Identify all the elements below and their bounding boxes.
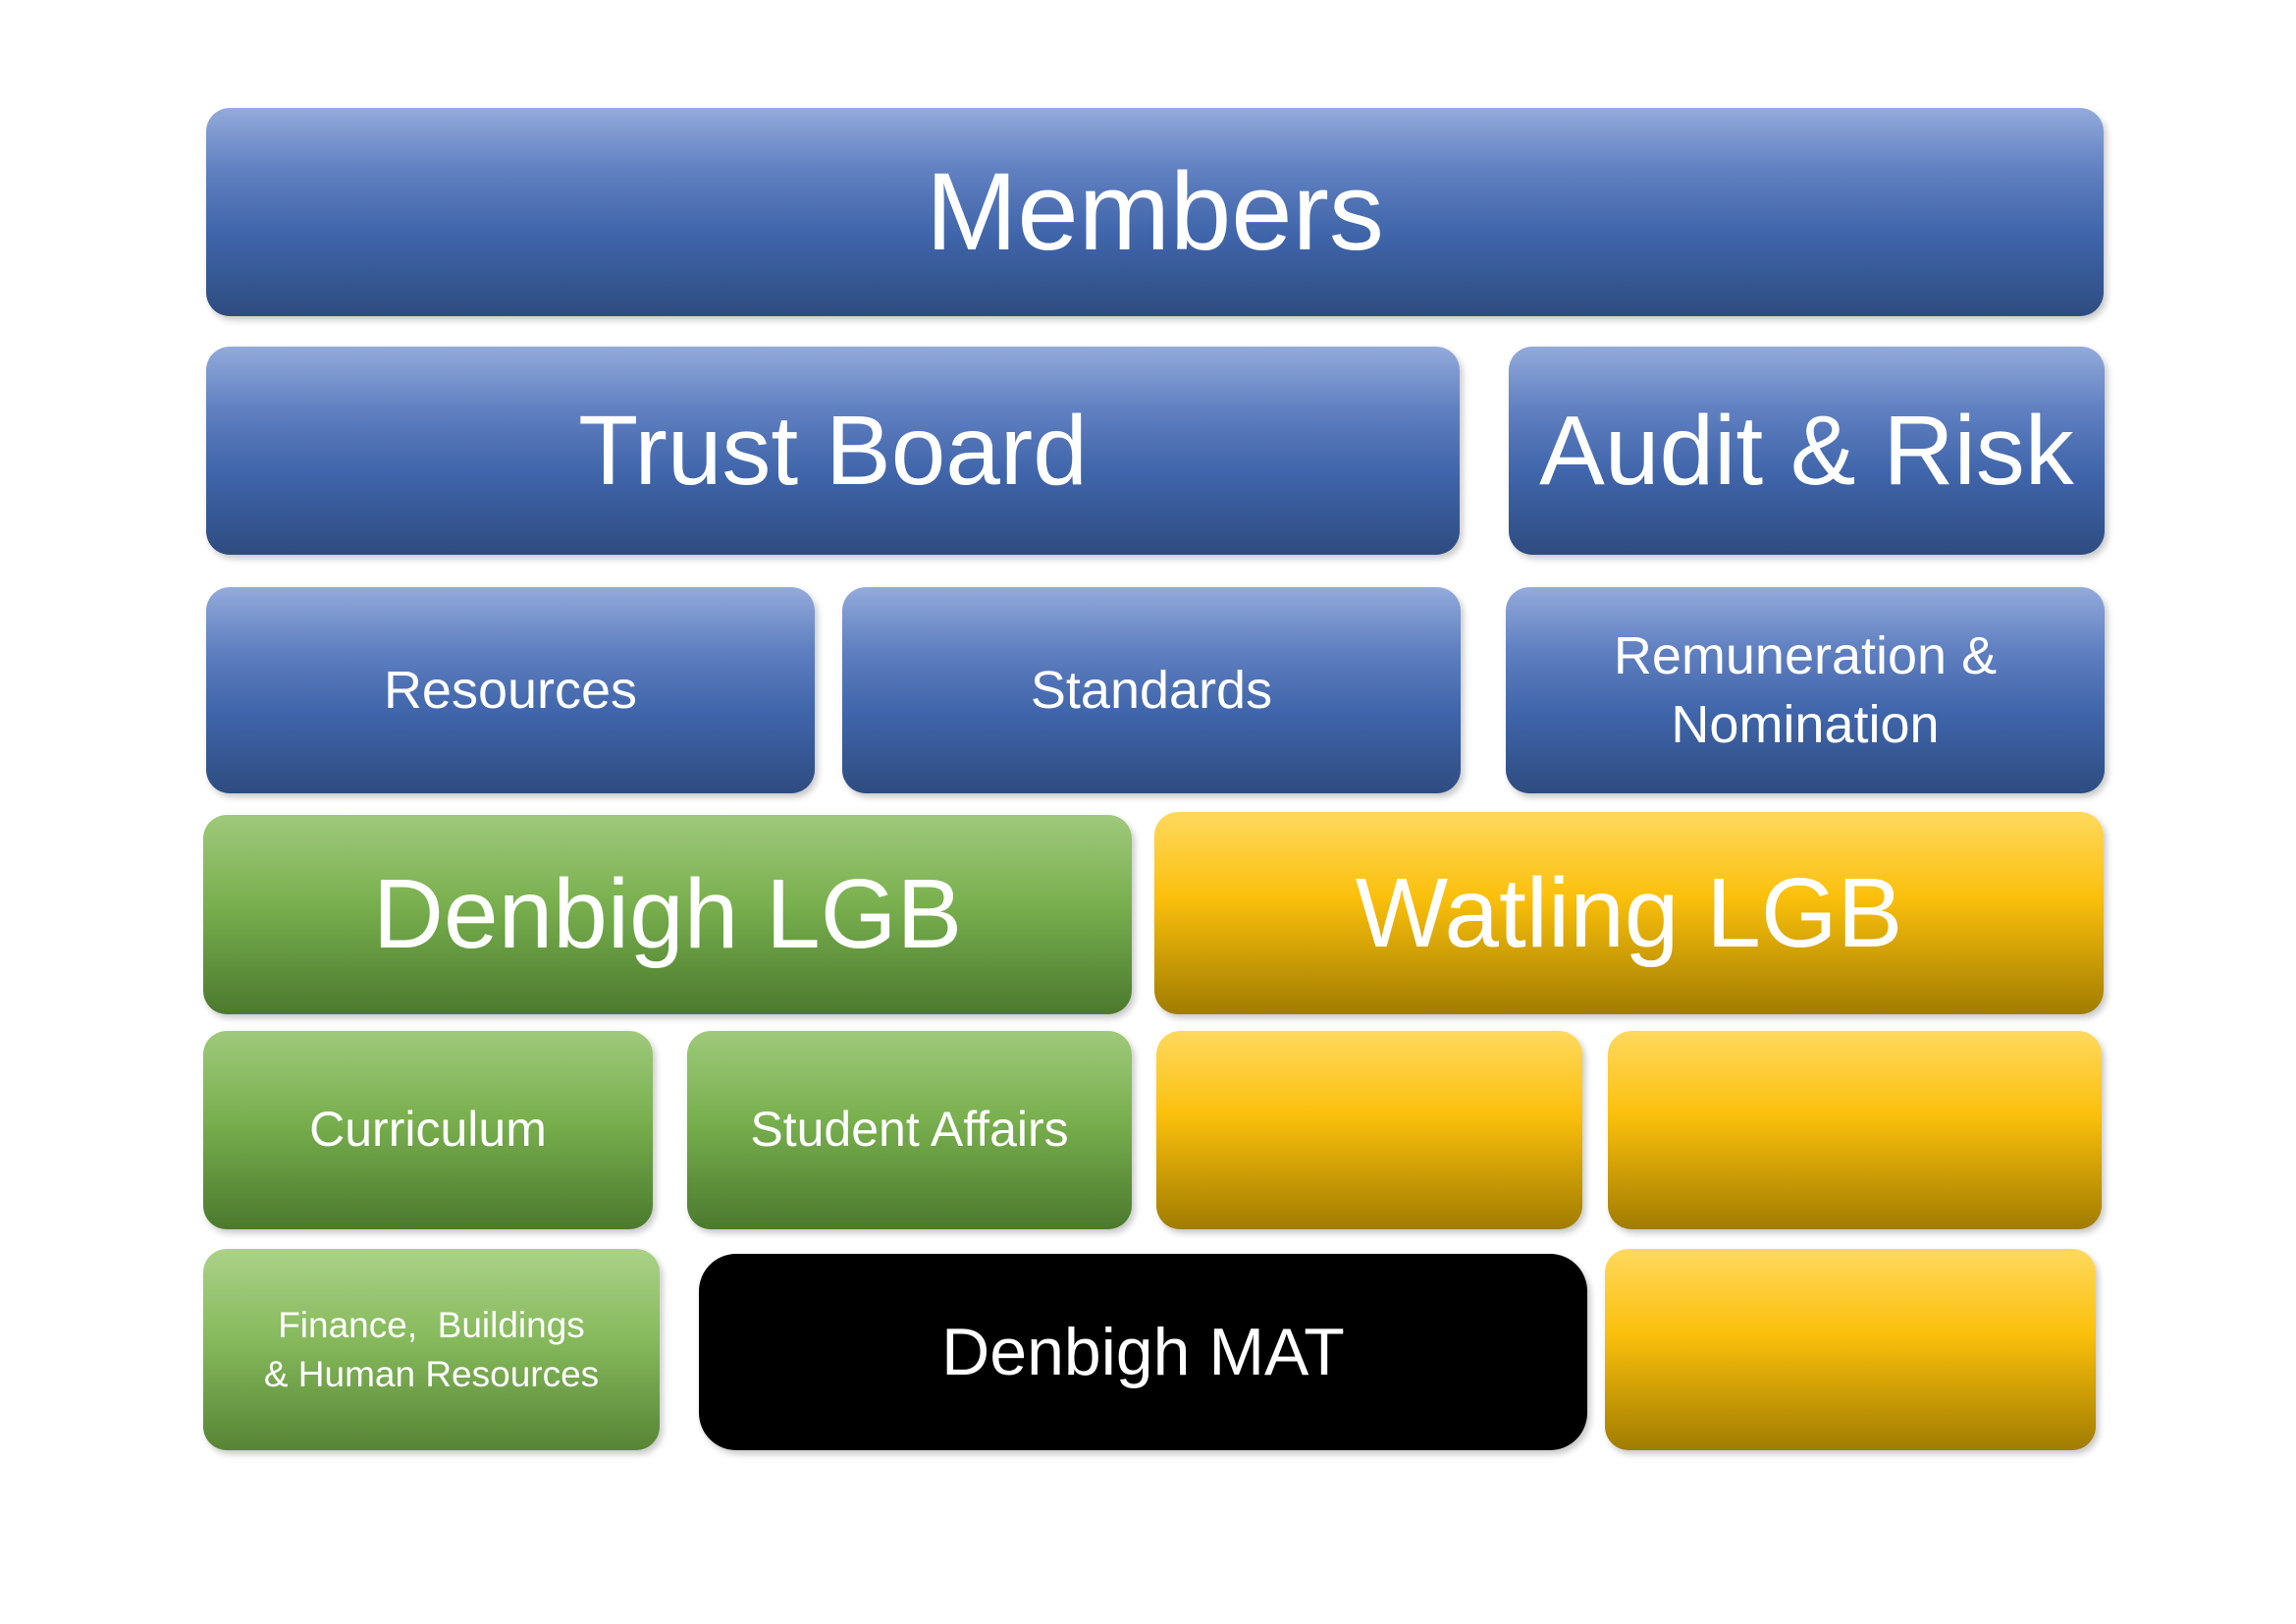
node-watling-lgb-label: Watling LGB — [1355, 857, 1903, 968]
node-trust-board: Trust Board — [206, 347, 1460, 555]
node-denbigh-mat-label: Denbigh MAT — [941, 1314, 1345, 1389]
node-resources-label: Resources — [383, 660, 638, 720]
node-finance-label-line2: & Human Resources — [263, 1353, 600, 1394]
node-trust-board-label: Trust Board — [578, 395, 1088, 506]
node-members-label: Members — [926, 149, 1384, 273]
node-student-affairs-label: Student Affairs — [750, 1102, 1069, 1158]
node-standards: Standards — [842, 587, 1461, 793]
node-remuneration-label-line2: Nomination — [1671, 695, 1940, 754]
node-audit-risk: Audit & Risk — [1509, 347, 2105, 555]
node-standards-label: Standards — [1030, 660, 1273, 720]
node-curriculum-label: Curriculum — [309, 1102, 547, 1158]
node-finance-label-line1: Finance, Buildings — [278, 1304, 585, 1345]
node-curriculum: Curriculum — [203, 1031, 653, 1229]
node-watling-lgb: Watling LGB — [1154, 812, 2104, 1014]
node-denbigh-lgb: Denbigh LGB — [203, 815, 1132, 1014]
node-student-affairs: Student Affairs — [687, 1031, 1132, 1229]
node-audit-risk-label: Audit & Risk — [1539, 395, 2074, 506]
node-denbigh-mat: Denbigh MAT — [699, 1254, 1587, 1450]
node-watling-subcommittee-3 — [1605, 1249, 2096, 1450]
node-remuneration-nomination: Remuneration & Nomination — [1506, 587, 2105, 793]
node-finance-buildings-hr: Finance, Buildings & Human Resources — [203, 1249, 660, 1450]
node-remuneration-label-line1: Remuneration & — [1613, 625, 1998, 685]
node-watling-subcommittee-1 — [1156, 1031, 1582, 1229]
node-denbigh-lgb-label: Denbigh LGB — [372, 859, 963, 969]
node-resources: Resources — [206, 587, 815, 793]
node-members: Members — [206, 108, 2104, 316]
node-watling-subcommittee-2 — [1608, 1031, 2102, 1229]
